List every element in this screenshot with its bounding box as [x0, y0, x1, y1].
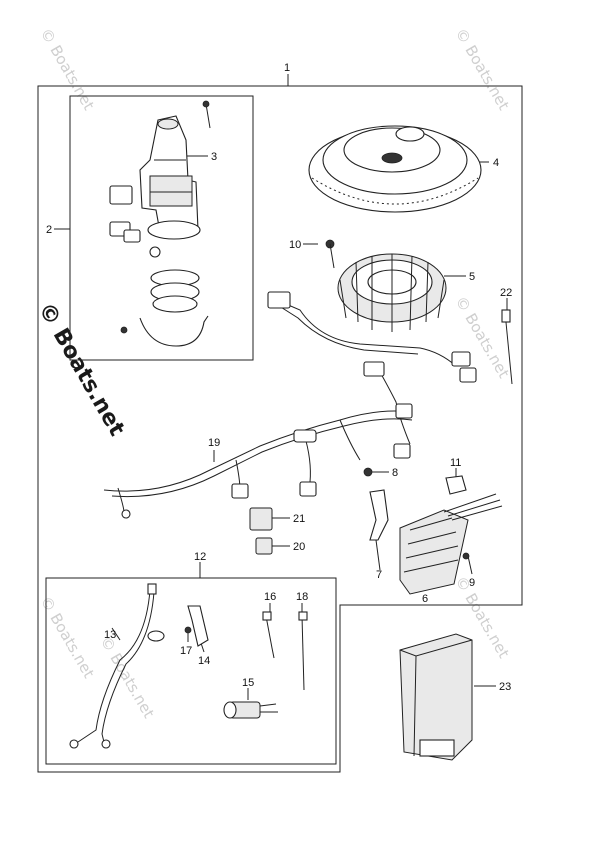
- callout-1: 1: [284, 62, 290, 74]
- callout-18: 18: [296, 591, 308, 603]
- watermark-group: © Boats.net © Boats.net © Boats.net © Bo…: [33, 25, 513, 721]
- relay-21: [249, 507, 273, 531]
- callout-23: 23: [499, 681, 511, 693]
- rectifier-6: [399, 493, 503, 595]
- switch-15: [223, 701, 278, 719]
- callout-20: 20: [293, 541, 305, 553]
- ecu-23: [399, 633, 473, 761]
- callout-17: 17: [180, 645, 192, 657]
- callout-15: 15: [242, 677, 254, 689]
- callout-19: 19: [208, 437, 220, 449]
- callout-21: 21: [293, 513, 305, 525]
- tie-strap-22: [501, 309, 513, 385]
- outer-frame: [37, 85, 523, 773]
- watermark-top-right: © Boats.net: [452, 25, 513, 113]
- callout-4: 4: [493, 157, 499, 169]
- stator: [325, 239, 447, 332]
- callout-16: 16: [264, 591, 276, 603]
- relay-20: [255, 537, 273, 555]
- flywheel: [308, 125, 482, 213]
- stator-wiring: [267, 291, 477, 383]
- strap-16: [262, 611, 275, 659]
- kit-harness-13: [69, 583, 165, 749]
- watermark-bottom-mid: © Boats.net: [97, 633, 158, 721]
- watermark-large: © Boats.net: [33, 299, 130, 441]
- callout-6: 6: [422, 593, 428, 605]
- main-harness: [103, 361, 413, 519]
- callout-14: 14: [198, 655, 210, 667]
- callout-22: 22: [500, 287, 512, 299]
- callout-12: 12: [194, 551, 206, 563]
- callout-2: 2: [46, 224, 52, 236]
- callout-11: 11: [450, 457, 461, 469]
- callout-5: 5: [469, 271, 475, 283]
- strap-18: [298, 611, 308, 691]
- clip-14: [187, 605, 209, 647]
- kit-subframe: [45, 577, 337, 765]
- callout-8: 8: [392, 467, 398, 479]
- callout-9: 9: [469, 577, 475, 589]
- cap-11: [445, 475, 467, 495]
- callout-13: 13: [104, 629, 116, 641]
- watermark-top-left: © Boats.net: [37, 25, 98, 113]
- callout-3: 3: [211, 151, 217, 163]
- starter-motor: [139, 100, 211, 240]
- callouts: 1 2 3 4 5 10 22 6 7 8 9 11 12 13 14 15 1…: [46, 62, 512, 693]
- starter-relay-small: [109, 185, 141, 243]
- bolt-8: [363, 467, 373, 477]
- bolt-17: [184, 626, 192, 634]
- callout-10: 10: [289, 239, 301, 251]
- starter-ring-clamp: [120, 246, 209, 347]
- starter-subframe: [69, 95, 254, 361]
- callout-7: 7: [376, 569, 382, 581]
- bracket-7: [369, 489, 389, 541]
